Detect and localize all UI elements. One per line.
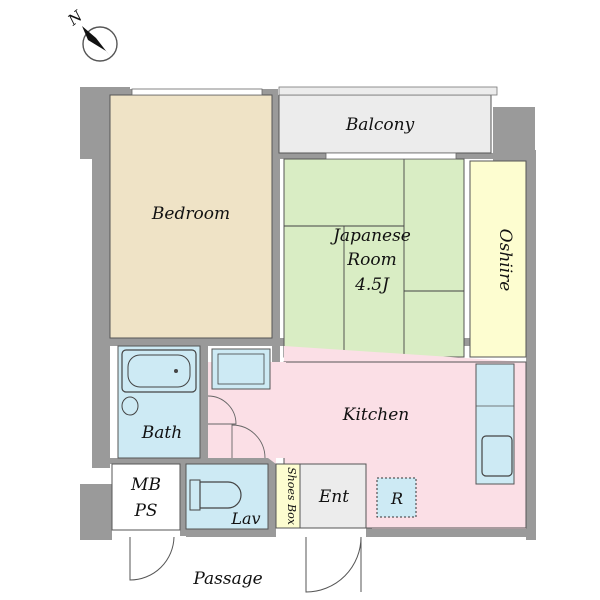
column-bottom-left [80,484,112,540]
tatami-lines [284,159,464,357]
compass: N [64,6,118,62]
wall-bottom [186,529,276,537]
wall-bedroom-right [272,95,280,407]
japanese-room-label-line2: Room [346,250,396,270]
japanese-room: Japanese Room 4.5J [283,152,465,358]
north-arrow-tail-icon [96,38,110,56]
lav-label: Lav [230,509,260,528]
compass-letter: N [64,6,87,29]
kitchen-sink [481,435,513,477]
bathtub-drain [174,369,178,373]
entrance-door-swing [305,536,362,593]
japanese-room-window [325,152,457,160]
entrance-area [299,463,367,529]
oshiire-label: Oshiire [495,229,515,292]
lav-door-swing [231,424,266,459]
bath-basin-icon [121,396,139,416]
bedroom: Bedroom [109,88,273,339]
shoes-box-label: Shoes Box [285,467,298,526]
north-arrow-icon [82,26,106,51]
passage-doors [129,536,362,593]
bath-door-swing [207,395,237,425]
passage-label: Passage [192,569,262,589]
bedroom-area [109,94,273,339]
wall-lav-right [268,458,276,536]
shoes-box: Shoes Box [275,463,301,529]
wall-right [526,150,536,540]
mb-door-swing [129,536,175,581]
wall-bath-bottom [110,458,208,464]
mb-ps: MB PS [111,463,181,531]
bedroom-window [131,88,263,96]
refrigerator-label: R [390,489,403,508]
kitchen-label: Kitchen [342,405,409,425]
toilet-bowl-icon [199,481,242,509]
wall-mb-right [180,464,186,536]
mb-label: MB [130,475,161,495]
bath: Bath [117,345,237,459]
balcony: Balcony [278,86,498,154]
oshiire-area [469,160,527,358]
entrance-label: Ent [318,487,349,507]
bath-label: Bath [141,423,182,443]
ps-label: PS [133,501,157,521]
bathtub-inner [127,354,191,388]
oshiire: Oshiire [469,160,527,358]
structural-walls [80,87,536,540]
japanese-room-area [283,158,465,358]
wall-left [92,150,110,468]
japanese-room-label-line1: Japanese [330,226,411,246]
lav: Lav [185,424,269,530]
wall-bottom-right [366,529,530,537]
japanese-room-label-line3: 4.5J [354,275,390,295]
refrigerator-space [376,477,417,518]
wall-bath-right [200,346,208,458]
washing-machine-inner [217,353,265,385]
toilet-tank-icon [189,479,201,511]
entrance: Ent [299,463,367,529]
balcony-rail [278,86,498,96]
mb-ps-area [111,463,181,531]
kitchen: R Kitchen [208,346,527,529]
bedroom-label: Bedroom [151,204,230,224]
balcony-area [278,94,492,154]
balcony-label: Balcony [345,115,415,135]
wall-lav-top [186,458,270,464]
